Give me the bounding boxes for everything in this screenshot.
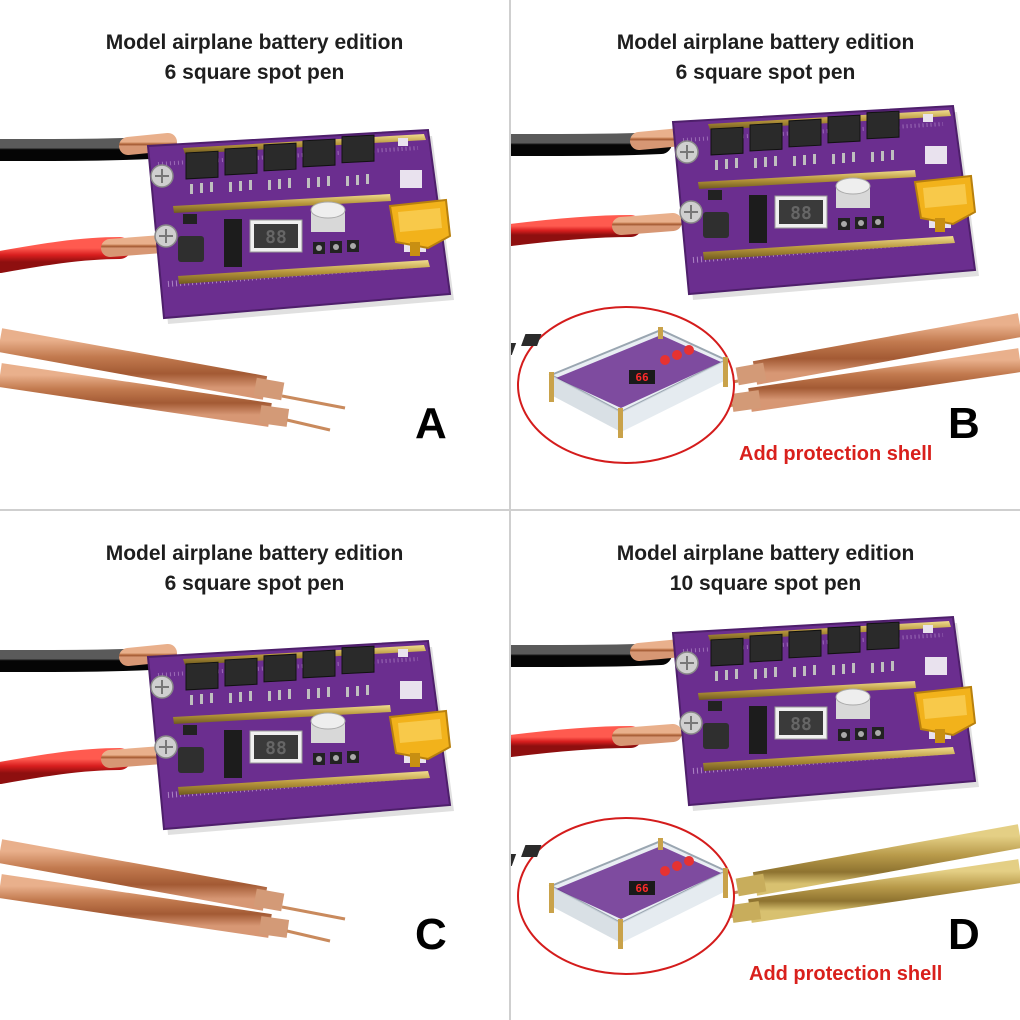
- pen-1-ferrule: [735, 873, 767, 897]
- protection-shell-label: Add protection shell: [749, 963, 943, 985]
- red-wire-lug: [612, 213, 682, 235]
- panel-letter: A: [415, 399, 447, 448]
- panel-letter: B: [948, 399, 980, 448]
- panel-illustration: 66: [511, 0, 1020, 464]
- red-wire-lug: [101, 746, 171, 768]
- panel-illustration: 66: [511, 511, 1020, 975]
- spot-welder-board: [673, 106, 979, 300]
- pen-1: [752, 313, 1020, 385]
- spot-welding-pens: [674, 824, 1020, 928]
- spot-welding-pens: [0, 839, 346, 943]
- red-wire-lug: [101, 235, 171, 257]
- panel-title-line1: Model airplane battery edition: [105, 31, 404, 54]
- panel-title-line1: Model airplane battery edition: [616, 542, 915, 565]
- pen-1-tip: [281, 394, 346, 410]
- panel-letter: D: [948, 910, 980, 959]
- spot-welder-board: [673, 617, 979, 811]
- panel-title-line2: 6 square spot pen: [164, 572, 345, 595]
- black-wire-lug: [119, 644, 177, 666]
- pen-1: [752, 824, 1020, 896]
- spot-welder-board: [148, 130, 454, 324]
- pen-2-ferrule: [258, 405, 290, 427]
- panel-c: 66 Model airplane battery edition 6 squa…: [0, 511, 509, 1020]
- protection-shell-inset: 66: [511, 306, 735, 464]
- panel-title-line2: 6 square spot pen: [675, 61, 856, 84]
- spot-welding-pens: [0, 328, 346, 432]
- panel-letter: C: [415, 910, 447, 959]
- panel-a: 66 Model airplane battery edition 6 squa…: [0, 0, 509, 509]
- pen-2: [748, 348, 1020, 412]
- pen-1-ferrule: [253, 377, 285, 401]
- pen-2-ferrule: [258, 916, 290, 938]
- pen-1: [0, 328, 268, 400]
- pen-2-ferrule: [730, 901, 762, 923]
- panel-title-line1: Model airplane battery edition: [105, 542, 404, 565]
- panel-title-line1: Model airplane battery edition: [616, 31, 915, 54]
- panel-title-line2: 10 square spot pen: [669, 572, 862, 595]
- red-wire-lug: [612, 724, 682, 746]
- svg-text:66: 66: [635, 882, 649, 895]
- black-wire-lug: [119, 133, 177, 155]
- panel-illustration: 66: [0, 0, 509, 432]
- pen-2-tip: [286, 929, 331, 943]
- panel-b: 66 Model airplane battery edition 6 squa…: [511, 0, 1020, 509]
- svg-text:66: 66: [635, 371, 649, 384]
- pen-2: [0, 363, 272, 427]
- pen-2: [0, 874, 272, 938]
- pen-2: [748, 859, 1020, 923]
- protection-shell-label: Add protection shell: [739, 443, 933, 465]
- panel-d: 66 Model airplane battery edition 10 squ…: [511, 511, 1020, 1020]
- panel-title-line2: 6 square spot pen: [164, 61, 345, 84]
- pen-2-ferrule: [730, 390, 762, 412]
- horizontal-divider: [0, 509, 1020, 511]
- spot-welder-board: [148, 641, 454, 835]
- protection-shell-inset: 66: [511, 817, 735, 975]
- panel-illustration: 66: [0, 511, 509, 943]
- pen-2-tip: [286, 418, 331, 432]
- pen-1: [0, 839, 268, 911]
- pen-1-ferrule: [735, 362, 767, 386]
- pen-1-tip: [281, 905, 346, 921]
- pen-1-ferrule: [253, 888, 285, 912]
